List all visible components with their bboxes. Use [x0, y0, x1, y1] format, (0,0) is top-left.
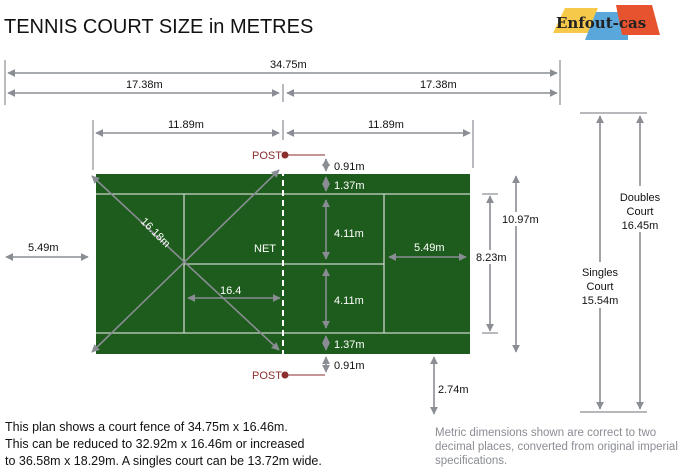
post-offset-top-label: 0.91m: [334, 161, 365, 173]
footnote-line: Metric dimensions shown are correct to t…: [435, 427, 656, 439]
footnote-line: specifications.: [435, 455, 507, 467]
footnote-line: decimal places, converted from original …: [435, 441, 678, 453]
enfoutcas-logo: Enfout-cas: [553, 5, 660, 40]
half-court-left-label: 11.89m: [168, 119, 204, 131]
footnote: Metric dimensions shown are correct to t…: [435, 427, 678, 467]
side-run-label: 2.74m: [438, 384, 469, 396]
doubles-court-value: 16.45m: [622, 220, 659, 232]
doubles-court-label-2: Court: [627, 206, 654, 218]
court-width-dimensions: 8.23m 10.97m 2.74m: [430, 175, 539, 415]
doubles-width-label: 10.97m: [502, 214, 539, 226]
half-fence-right-label: 17.38m: [420, 79, 457, 91]
post-top-label: POST: [252, 150, 282, 162]
half-fence-left-label: 17.38m: [126, 79, 163, 91]
singles-court-label-2: Court: [587, 281, 614, 293]
post-offset-bottom-label: 0.91m: [334, 360, 365, 372]
doubles-court-label: Doubles: [620, 192, 661, 204]
net-posts: POST POST: [252, 150, 325, 382]
post-bottom-label: POST: [252, 370, 282, 382]
width-dimensions: 0.91m 1.37m 4.11m 4.11m 1.37m 0.91m: [322, 158, 365, 373]
alley-bottom-label: 1.37m: [334, 339, 365, 351]
singles-court-value: 15.54m: [582, 295, 619, 307]
service-box-bottom-label: 4.11m: [334, 295, 364, 307]
note-line: to 36.58m x 18.29m. A singles court can …: [5, 454, 322, 468]
service-box-top-label: 4.11m: [334, 228, 364, 240]
fence-dimensions: 34.75m 17.38m 17.38m 11.89m 11.89m: [4, 59, 561, 170]
singles-court-label: Singles: [582, 267, 619, 279]
backcourt-right-label: 5.49m: [414, 242, 445, 254]
fence-length-label: 34.75m: [270, 59, 307, 71]
runback-left-label: 5.49m: [28, 242, 59, 254]
note-line: This plan shows a court fence of 34.75m …: [5, 420, 288, 434]
court: NET: [96, 170, 470, 358]
half-court-right-label: 11.89m: [368, 119, 404, 131]
fence-width-dimensions: Singles Court 15.54m Doubles Court 16.45…: [578, 112, 664, 413]
logo-text: Enfout-cas: [556, 14, 646, 32]
notes: This plan shows a court fence of 34.75m …: [5, 420, 322, 468]
runback-dimensions: 5.49m 5.49m: [5, 242, 467, 261]
note-line: This can be reduced to 32.92m x 16.46m o…: [5, 437, 305, 451]
singles-width-label: 8.23m: [476, 252, 507, 264]
alley-top-label: 1.37m: [334, 180, 365, 192]
service-diagonal-label: 16.4: [220, 285, 241, 297]
net-label: NET: [254, 243, 276, 255]
page-title: TENNIS COURT SIZE in METRES: [4, 16, 313, 38]
